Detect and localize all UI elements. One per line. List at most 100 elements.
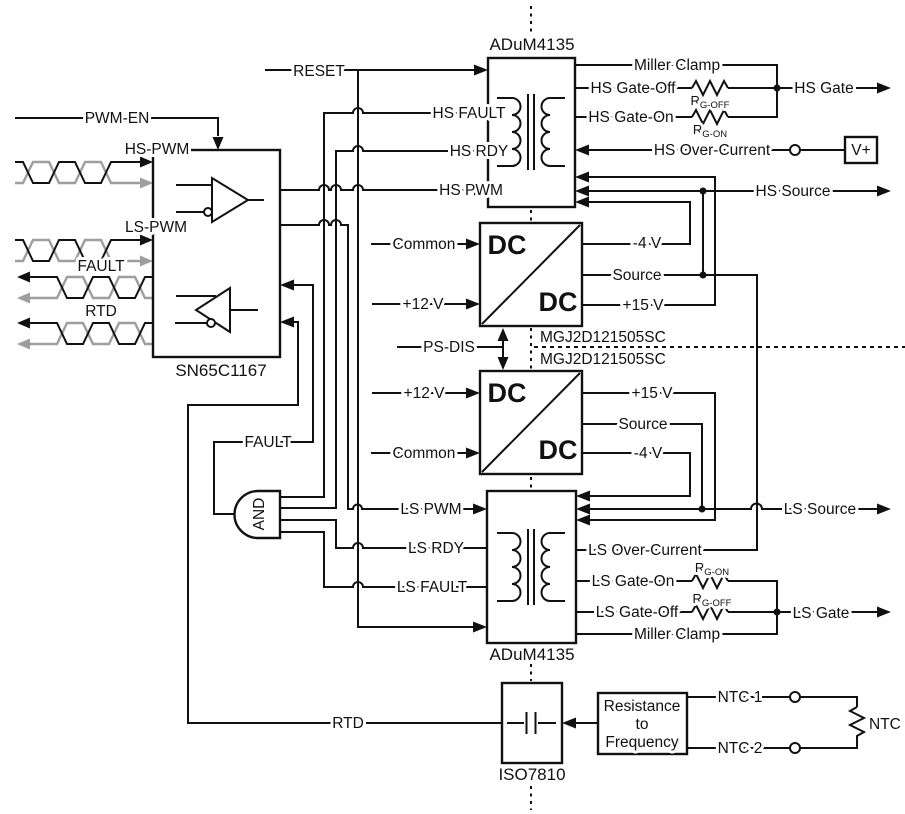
label-and-gate: AND [251, 498, 268, 531]
label-iso7810: ISO7810 [498, 765, 565, 784]
wire-ls-rdy [280, 519, 487, 549]
label-ls-pwm: LS PWM [400, 501, 461, 518]
label-dc-ls-out: DC [539, 435, 578, 465]
wire-source-ls-link [582, 423, 706, 513]
label-hs-pwm-in: HS-PWM [125, 141, 190, 158]
wire-ls-gate-on [576, 571, 778, 612]
label-r2f-line1: Resistance [604, 698, 681, 715]
block-dcdc-hs [478, 221, 584, 328]
label-ls-source: LS Source [784, 501, 856, 518]
label-n4-ls: -4 V [634, 445, 663, 462]
v-plus-box [843, 135, 879, 165]
label-r2f-line3: Frequency [605, 734, 678, 751]
transformer-icon-hs [497, 94, 565, 170]
receiver-buffer-icon [176, 176, 264, 224]
and-gate-icon [233, 489, 282, 540]
wire-hs-rdy [280, 145, 488, 509]
label-n4-hs: -4 V [633, 235, 662, 252]
wire-ls-gate-off [576, 602, 891, 622]
wire-reset [265, 64, 488, 633]
ls-pwm-differential-waveform-icon [15, 234, 153, 267]
label-rg-on-ls: RG-ON [695, 560, 729, 578]
label-common-hs: Common [393, 236, 456, 253]
label-ls-gate-off: LS Gate-Off [596, 604, 679, 621]
label-rtd-net: RTD [332, 715, 364, 732]
label-pwm-en: PWM-EN [85, 110, 150, 127]
label-p12-hs: +12 V [403, 296, 445, 313]
label-p12-ls: +12 V [404, 385, 446, 402]
wire-hs-gate-off [575, 78, 891, 98]
label-hs-source: HS Source [756, 183, 831, 200]
block-adum4135-ls [485, 489, 578, 645]
wire-ntc-loop [687, 691, 867, 754]
resistor-rg-on-hs-icon [691, 107, 729, 127]
label-ps-dis: PS-DIS [423, 339, 475, 356]
label-mgj-hs: MGJ2D121505SC [540, 329, 666, 346]
label-dc-hs-in: DC [488, 230, 527, 260]
wire-hs-fault [280, 107, 488, 498]
wire-rtd-net [187, 316, 502, 724]
label-adum4135-ls: ADuM4135 [489, 645, 574, 664]
label-ls-over-current: LS Over-Current [588, 542, 702, 559]
label-reset: RESET [293, 63, 345, 80]
resistor-rg-off-hs-icon [691, 78, 729, 98]
block-dcdc-ls [478, 369, 584, 476]
label-fault-net: FAULT [244, 434, 292, 451]
wire-p15-hs-link [575, 171, 716, 306]
block-resistance-to-frequency [596, 691, 689, 756]
block-adum4135-hs [486, 56, 577, 209]
label-miller-clamp-ls: Miller Clamp [634, 626, 720, 643]
wire-n4-ls-link [576, 452, 691, 502]
wire-hs-over-current [575, 135, 879, 165]
label-miller-clamp-hs: Miller Clamp [634, 57, 720, 74]
capacitor-icon [507, 712, 556, 734]
label-ls-rdy: LS RDY [408, 540, 464, 557]
wire-r2f-to-iso [562, 717, 598, 729]
label-hs-fault: HS FAULT [433, 105, 506, 122]
wire-n4-hs-link [575, 196, 691, 245]
label-p15-ls: +15 V [632, 385, 674, 402]
rtd-differential-waveform-icon [17, 317, 153, 350]
wire-common-ls [371, 447, 480, 459]
transformer-icon-ls [497, 529, 565, 605]
wire-p12-hs [372, 298, 480, 310]
driver-buffer-icon [175, 286, 258, 334]
label-rtd-in: RTD [85, 303, 117, 320]
wire-switch-node [576, 274, 758, 551]
label-rg-off-hs: RG-OFF [691, 93, 730, 111]
label-common-ls: Common [393, 445, 456, 462]
label-dc-ls-in: DC [488, 378, 527, 408]
label-adum4135-hs: ADuM4135 [489, 35, 574, 54]
wire-hs-pwm [280, 184, 488, 196]
wire-hs-source [575, 185, 891, 279]
wire-p12-ls [372, 387, 480, 399]
label-ls-gate-on: LS Gate-On [592, 573, 675, 590]
label-hs-gate-on: HS Gate-On [588, 109, 673, 126]
wire-ls-source [576, 502, 891, 515]
wire-miller-clamp-ls [576, 612, 778, 635]
wire-ps-dis [397, 328, 509, 370]
label-ls-gate: LS Gate [793, 605, 850, 622]
block-iso7810 [500, 681, 564, 765]
hs-pwm-differential-waveform-icon [15, 156, 153, 189]
label-ntc: NTC [869, 716, 901, 733]
label-source-hs: Source [612, 267, 661, 284]
label-source-ls: Source [618, 416, 667, 433]
label-r2f-line2: to [636, 716, 649, 733]
label-ls-fault: LS FAULT [397, 579, 468, 596]
wire-miller-clamp-hs [575, 64, 778, 88]
label-hs-gate-off: HS Gate-Off [591, 80, 677, 97]
label-ntc1: NTC 1 [718, 689, 763, 706]
wire-pwm-en [15, 117, 224, 150]
resistor-ntc-icon [800, 706, 867, 749]
wire-ls-pwm [280, 219, 487, 515]
wire-ls-fault [280, 531, 487, 588]
label-ls-pwm-in: LS-PWM [125, 219, 187, 236]
label-rg-on-hs: RG-ON [693, 122, 727, 140]
block-sn65c1167 [151, 148, 282, 359]
label-rg-off-ls: RG-OFF [693, 591, 732, 609]
label-hs-rdy: HS RDY [450, 143, 509, 160]
label-fault-in: FAULT [77, 258, 125, 275]
